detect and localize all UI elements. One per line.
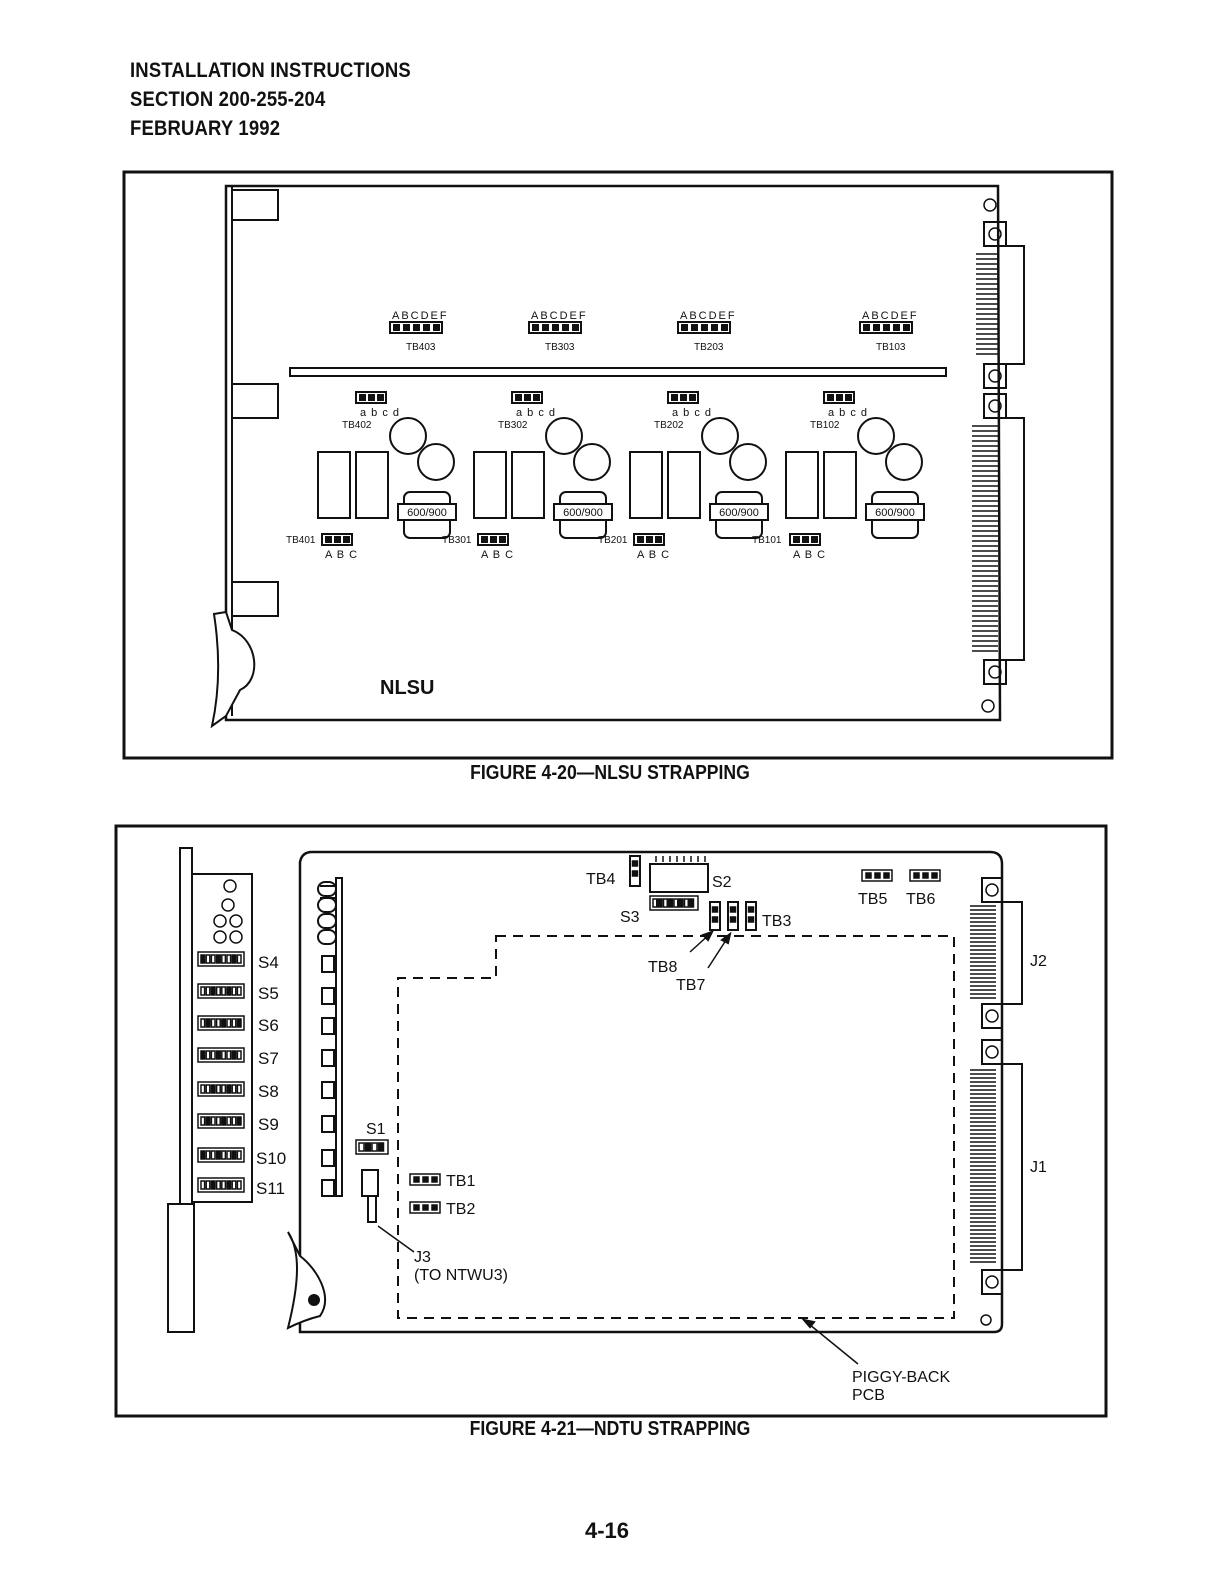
top-strap-label: TB203 (694, 342, 724, 353)
mid-strap-label: TB302 (498, 420, 528, 431)
tb6-label: TB6 (906, 891, 935, 908)
top-strap-letters: ABCDEF (862, 310, 919, 322)
tb5-strap (861, 869, 893, 882)
tb7-label: TB7 (676, 977, 705, 994)
j2-label: J2 (1030, 953, 1047, 970)
figure1-frame (122, 170, 1114, 760)
dip-switch-s8 (197, 1081, 245, 1097)
mid-strap-letters: a b c d (828, 407, 868, 419)
document-header: INSTALLATION INSTRUCTIONS SECTION 200-25… (130, 56, 411, 143)
tb1-label: TB1 (446, 1173, 475, 1190)
tb1-strap (409, 1173, 441, 1186)
s1-switch (355, 1139, 389, 1155)
page-number: 4-16 (584, 1518, 630, 1543)
piggy-back-outline (397, 935, 955, 1319)
j3-label: J3 (414, 1249, 431, 1266)
mid-strap-letters: a b c d (360, 407, 400, 419)
bottom-strap-letters: A B C (637, 549, 670, 561)
bottom-strap-letters: A B C (325, 549, 358, 561)
switch-label-s7: S7 (258, 1049, 279, 1068)
figure1-caption: FIGURE 4-20—NLSU STRAPPING (470, 762, 750, 784)
mid-strap-label: TB102 (810, 420, 840, 431)
transformer-label: 600/900 (407, 507, 447, 519)
bottom-strap-label: TB101 (752, 535, 782, 546)
dip-switch-s9 (197, 1113, 245, 1129)
s2-label: S2 (712, 874, 732, 891)
switch-label-s10: S10 (256, 1149, 286, 1168)
dip-switches (197, 895, 699, 1193)
tb8-label: TB8 (648, 959, 677, 976)
tb6-strap (909, 869, 941, 882)
switch-labels: S4 S5 S6 S7 S8 S9 S10 S11 (256, 953, 286, 1198)
tb4-label: TB4 (586, 871, 615, 888)
transformer-label: 600/900 (719, 507, 759, 519)
transformer-label: 600/900 (875, 507, 915, 519)
switch-label-s4: S4 (258, 953, 279, 972)
small-straps (409, 860, 941, 1214)
edge-connector-pins (972, 253, 998, 652)
tb3-label: TB3 (762, 913, 791, 930)
switch-label-s11: S11 (256, 1179, 285, 1198)
figure2-caption: FIGURE 4-21—NDTU STRAPPING (469, 1418, 751, 1440)
piggy-back-label-2: PCB (852, 1387, 885, 1404)
s1-label: S1 (366, 1121, 386, 1138)
top-strap-letters: ABCDEF (531, 310, 588, 322)
bottom-strap-label: TB301 (442, 535, 472, 546)
j3-note: (TO NTWU3) (414, 1267, 508, 1284)
dip-switch-s5 (197, 983, 245, 999)
dip-switch-s6 (197, 1015, 245, 1031)
bottom-strap-letters: A B C (793, 549, 826, 561)
tb2-strap (409, 1201, 441, 1214)
s3-switch (649, 895, 699, 911)
transformer-label: 600/900 (563, 507, 603, 519)
header-section: SECTION 200-255-204 (130, 88, 326, 111)
nlsu-board-label: NLSU (380, 677, 434, 699)
top-strap-letters: ABCDEF (392, 310, 449, 322)
dip-switch-s11 (197, 1177, 245, 1193)
dip-switch-s4 (197, 951, 245, 967)
piggy-back-label: PIGGY-BACK (852, 1369, 950, 1386)
tb5-label: TB5 (858, 891, 887, 908)
mid-strap-letters: a b c d (672, 407, 712, 419)
nlsu-board-outline (224, 184, 1002, 722)
switch-label-s8: S8 (258, 1082, 279, 1101)
switch-label-s9: S9 (258, 1115, 279, 1134)
bottom-strap-label: TB401 (286, 535, 316, 546)
top-strap-label: TB103 (876, 342, 906, 353)
dip-switch-s7 (197, 1047, 245, 1063)
figure2-frame (114, 824, 1108, 1418)
top-strap-label: TB403 (406, 342, 436, 353)
tb2-label: TB2 (446, 1201, 475, 1218)
header-title: INSTALLATION INSTRUCTIONS (130, 59, 411, 82)
j1-label: J1 (1030, 1159, 1047, 1176)
header-date: FEBRUARY 1992 (130, 117, 281, 140)
bottom-strap-label: TB201 (598, 535, 628, 546)
ndtu-board-outline (298, 850, 1004, 1334)
bottom-strap-letters: A B C (481, 549, 514, 561)
switch-label-s6: S6 (258, 1016, 279, 1035)
s3-label: S3 (620, 909, 640, 926)
switch-label-s5: S5 (258, 984, 279, 1003)
top-strap-label: TB303 (545, 342, 575, 353)
mid-strap-letters: a b c d (516, 407, 556, 419)
mid-strap-label: TB402 (342, 420, 372, 431)
edge-connector-pins-2 (970, 905, 996, 1263)
dip-switch-s10 (197, 1147, 245, 1163)
mid-strap-label: TB202 (654, 420, 684, 431)
top-strap-letters: ABCDEF (680, 310, 737, 322)
